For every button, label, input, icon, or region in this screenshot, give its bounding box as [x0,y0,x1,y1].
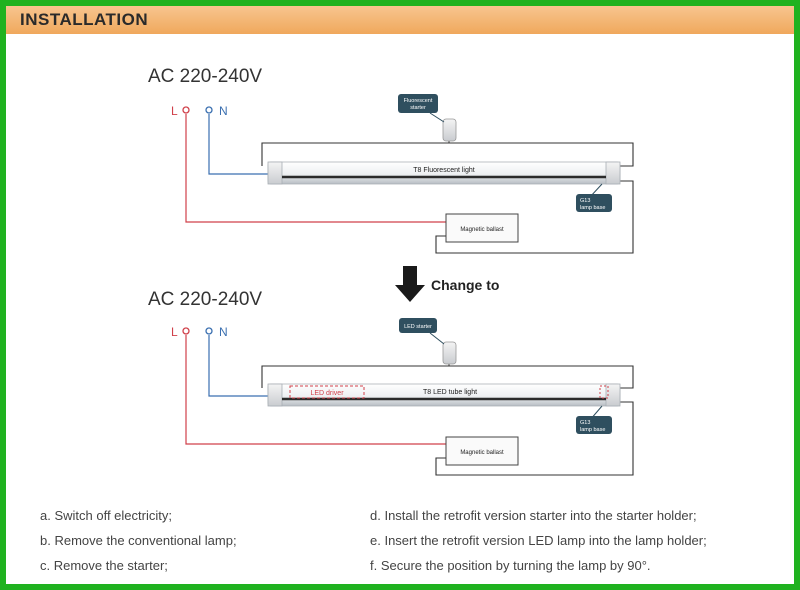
tube-label: T8 LED tube light [423,389,477,396]
lamp-base-tag [576,194,612,212]
starter-tag-line-2: starter [410,105,426,111]
starter-body [442,118,457,142]
neutral-wire [208,335,268,397]
starter-circuit-wire [261,142,634,167]
tube-label: T8 Fluorescent light [413,167,475,174]
step-b: b. Remove the conventional lamp; [40,533,237,548]
led-driver-box [289,385,365,399]
neutral-label: N [219,325,228,339]
neutral-terminal [205,327,213,335]
step-e: e. Insert the retrofit version LED lamp … [370,533,707,548]
ballast-return-wire [435,401,634,476]
starter-tag-text: LED starter [404,324,432,330]
live-terminal [182,106,190,114]
section-header: INSTALLATION [6,6,794,34]
led-driver-label: LED driver [310,390,344,397]
lamp-base-tag-line-2: lamp base [580,205,605,211]
diagram-led: AC 220-240V L N LED starter LED driver T… [148,289,634,476]
starter-tag-line-1: Fluorescent [404,98,433,104]
lamp-base-tag-line-2: lamp base [580,427,605,433]
neutral-terminal [205,106,213,114]
live-wire [185,335,446,445]
supply-label: AC 220-240V [148,289,262,310]
ballast-return-wire [435,180,634,254]
section-title: INSTALLATION [20,10,149,29]
step-a: a. Switch off electricity; [40,508,172,523]
magnetic-ballast [445,213,519,243]
tube-end-cap-right [605,161,621,185]
tube-end-cap-left [267,383,283,407]
led-starter-body [442,341,457,365]
live-label: L [171,325,178,339]
change-indicator: Change to [395,266,499,302]
starter-circuit-wire [261,365,634,389]
starter-tag [399,318,437,333]
neutral-wire [208,114,268,175]
step-f: f. Secure the position by turning the la… [370,558,651,573]
step-c: c. Remove the starter; [40,558,168,573]
live-wire [185,114,446,223]
down-arrow-icon [395,266,425,302]
tube-end-cap-right [605,383,621,407]
step-d: d. Install the retrofit version starter … [370,508,697,523]
magnetic-ballast [445,436,519,466]
change-to-label: Change to [431,277,499,293]
lamp-base-tag-line-1: G13 [580,198,590,204]
starter-tag [398,94,438,113]
ballast-label: Magnetic ballast [460,227,504,233]
live-label: L [171,104,178,118]
led-end-marker [599,385,609,399]
ballast-label: Magnetic ballast [460,450,504,456]
supply-label: AC 220-240V [148,66,262,87]
live-terminal [182,327,190,335]
tube-end-cap-left [267,161,283,185]
neutral-label: N [219,104,228,118]
lamp-base-tag [576,416,612,434]
diagram-fluorescent: AC 220-240V L N Fluorescent starter T8 F… [148,66,634,254]
lamp-base-tag-line-1: G13 [580,420,590,426]
